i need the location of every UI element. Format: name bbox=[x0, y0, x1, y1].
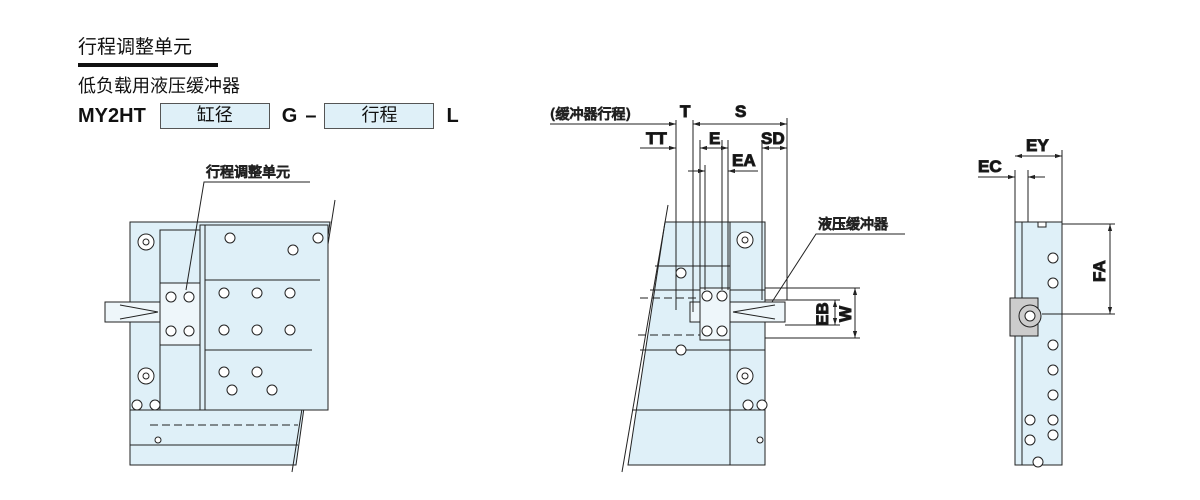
dim-w: W bbox=[836, 305, 855, 322]
section-title: 行程调整单元 bbox=[78, 36, 193, 58]
dim-e: E bbox=[709, 129, 720, 148]
right-view-drawing: EC EY FA bbox=[978, 136, 1115, 468]
left-view-drawing: 行程调整单元 bbox=[104, 165, 336, 473]
shock-stroke-note: (缓冲器行程) bbox=[550, 107, 631, 123]
dim-ec: EC bbox=[978, 157, 1002, 176]
middle-callout-label: 液压缓冲器 bbox=[818, 217, 888, 233]
dim-t: T bbox=[680, 102, 691, 121]
dim-sd: SD bbox=[761, 129, 785, 148]
dim-ea: EA bbox=[732, 151, 756, 170]
model-code: MY2HT 缸径 G – 行程 L bbox=[78, 103, 459, 129]
model-prefix: MY2HT bbox=[78, 104, 146, 127]
dim-eb: EB bbox=[813, 302, 832, 326]
model-dash: – bbox=[305, 104, 317, 127]
left-callout-label: 行程调整单元 bbox=[206, 165, 290, 181]
bore-size-box: 缸径 bbox=[159, 103, 270, 129]
dim-ey: EY bbox=[1026, 136, 1049, 155]
title-underline bbox=[78, 63, 218, 67]
stroke-box: 行程 bbox=[324, 103, 435, 129]
model-g: G bbox=[281, 104, 298, 127]
dim-fa: FA bbox=[1090, 260, 1109, 282]
section-subtitle: 低负载用液压缓冲器 bbox=[78, 76, 240, 97]
dim-s: S bbox=[735, 102, 746, 121]
middle-view-drawing: (缓冲器行程) T S TT E SD EA EB W 液压缓冲器 bbox=[550, 102, 905, 473]
model-l: L bbox=[446, 104, 459, 127]
dim-tt: TT bbox=[646, 129, 667, 148]
